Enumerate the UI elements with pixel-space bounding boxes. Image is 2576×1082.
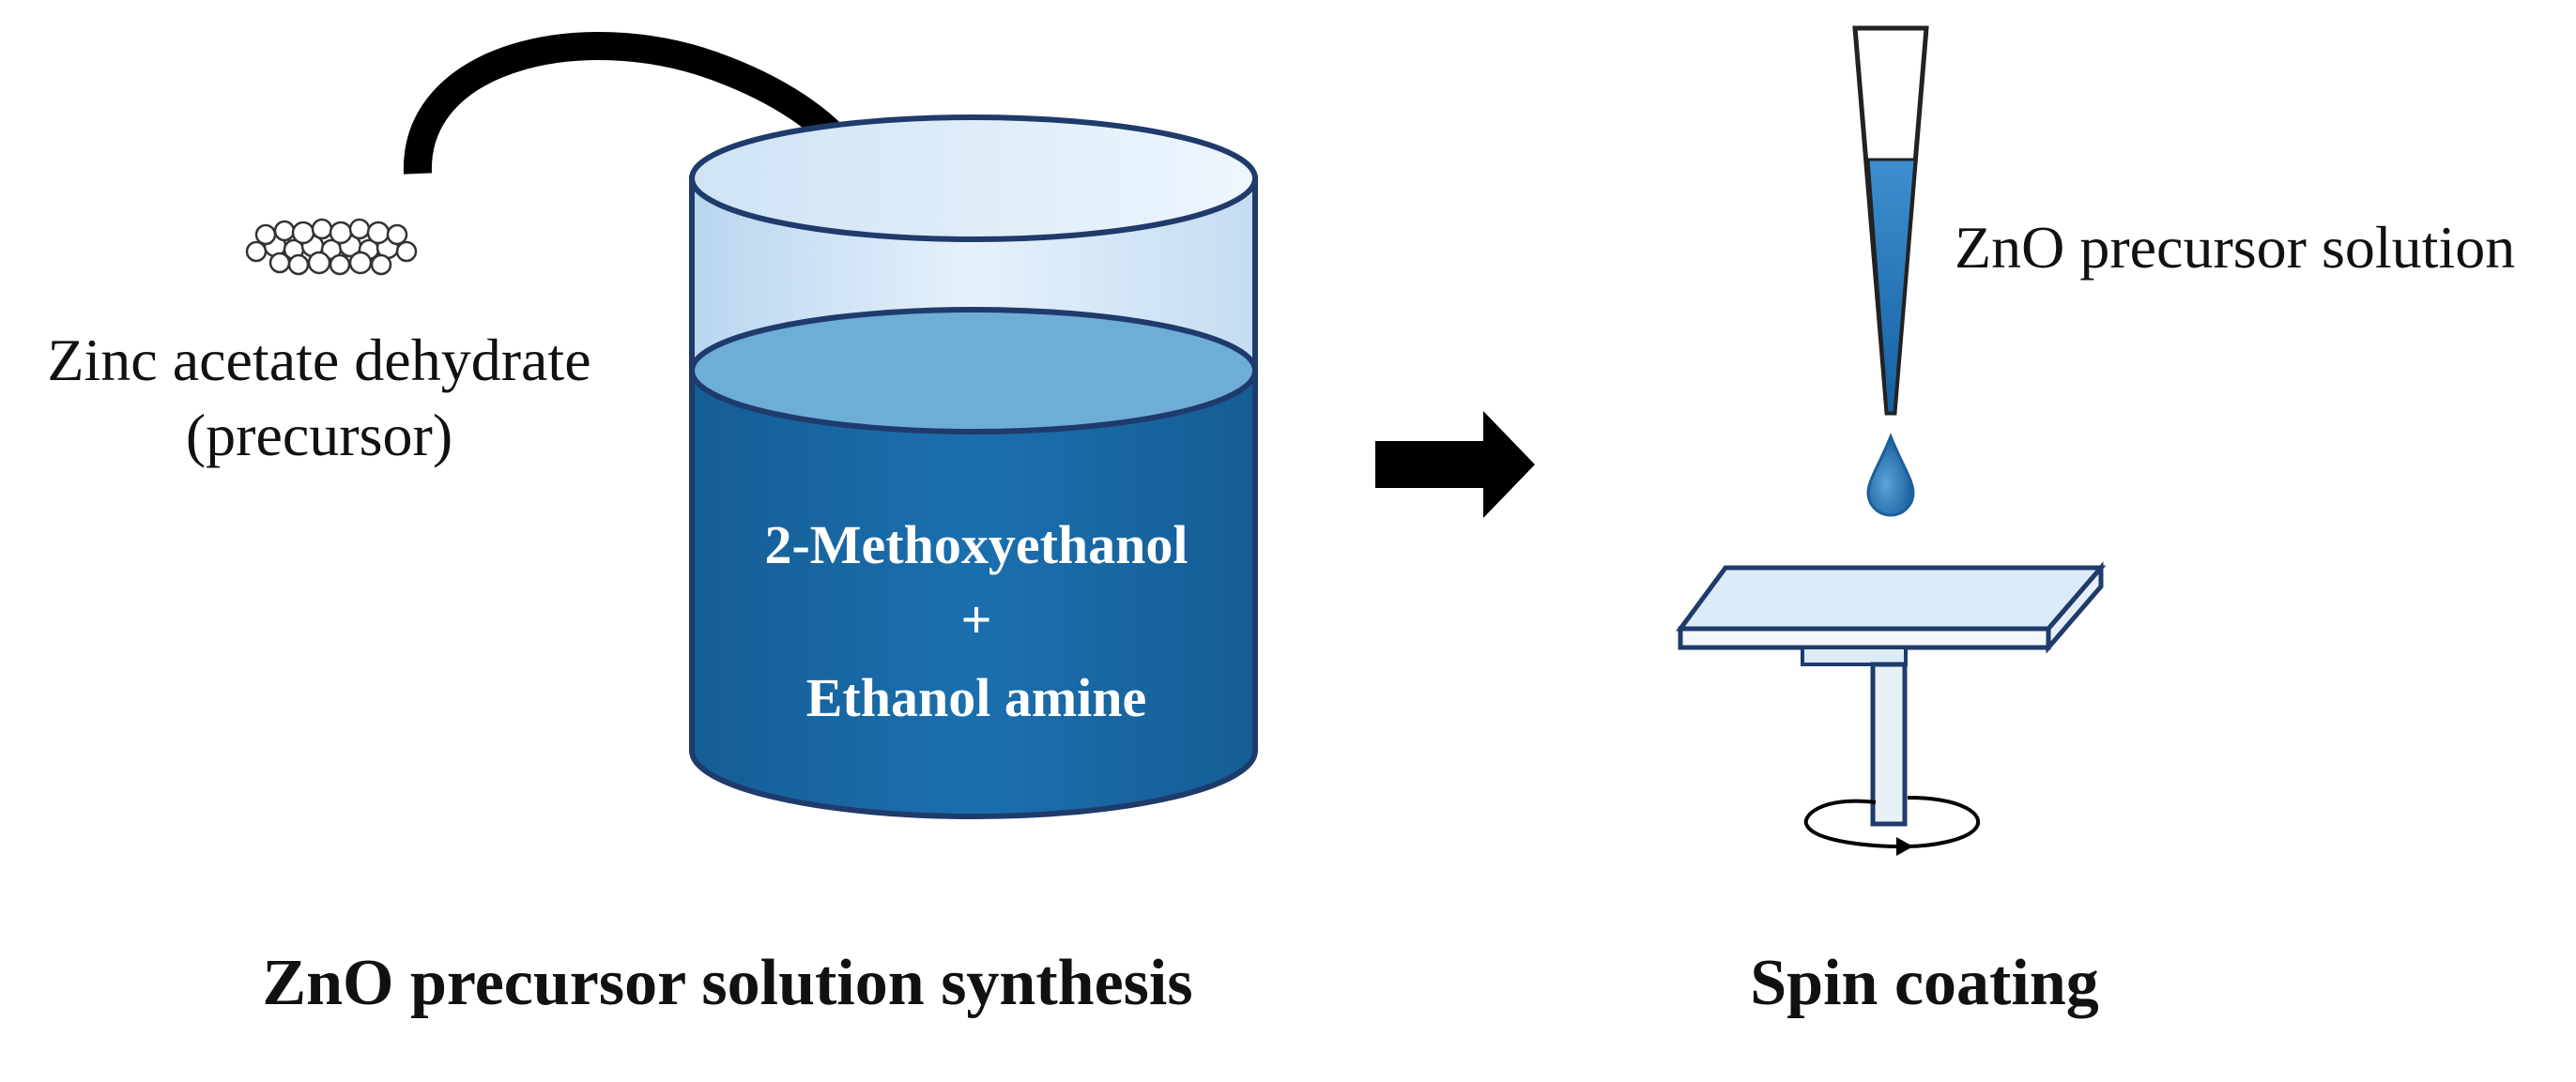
- beaker-label-line2: +: [960, 589, 991, 650]
- drop-icon: [1866, 432, 1915, 517]
- beaker-label-line1: 2-Methoxyethanol: [764, 514, 1188, 575]
- caption-synthesis: ZnO precursor solution synthesis: [262, 947, 1192, 1019]
- pipette-icon: [1852, 25, 1929, 416]
- precursor-label-line2: (precursor): [186, 402, 452, 468]
- beaker-icon: [689, 114, 1258, 819]
- spin-coater-icon: [1676, 561, 2107, 856]
- beaker-label-line3: Ethanol amine: [806, 667, 1147, 728]
- granules-icon: [245, 218, 418, 276]
- precursor-label-line1: Zinc acetate dehydrate: [47, 327, 590, 393]
- process-arrow-icon: [1375, 411, 1535, 518]
- caption-spin-coating: Spin coating: [1750, 947, 2099, 1019]
- pipette-label: ZnO precursor solution: [1955, 214, 2515, 281]
